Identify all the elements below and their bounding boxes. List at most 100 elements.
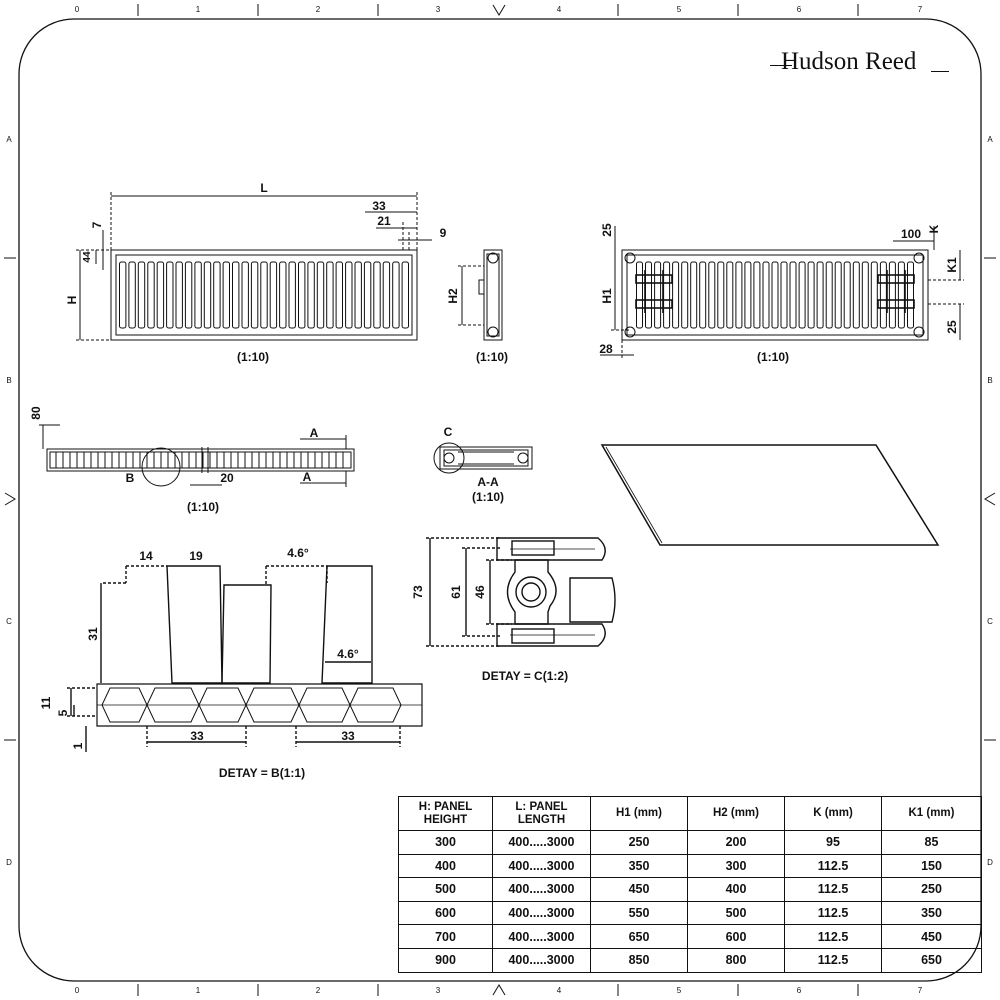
table-cell: 400: [398, 853, 493, 879]
convector-fin: [250, 261, 259, 329]
convector-fin: [753, 261, 761, 329]
front-view-labels: L 33 21 9 H 7 44 (1:10): [65, 181, 447, 364]
table-cell: 450: [590, 877, 688, 902]
convector-fin: [888, 261, 896, 329]
table-cell: 112.5: [784, 900, 882, 926]
frame-row-label: A: [987, 135, 993, 144]
detail-c-view: [426, 537, 616, 647]
table-cell: 400.....3000: [492, 900, 591, 926]
convector-fin: [194, 261, 202, 329]
top-view-scale: (1:10): [187, 500, 219, 514]
convector-fin: [843, 261, 851, 329]
side-view-scale: (1:10): [476, 350, 508, 364]
table-cell: 800: [687, 947, 785, 973]
frame-column-label: 6: [797, 986, 802, 995]
table-cell: 150: [881, 853, 982, 879]
center-arrow-icon: [492, 4, 506, 16]
dim-73: 73: [411, 585, 425, 599]
convector-fin: [798, 261, 806, 329]
rear-view-scale: (1:10): [757, 350, 789, 364]
table-cell: 400: [687, 877, 785, 902]
convector-fin: [326, 261, 334, 329]
detail-c-labels: 73 61 46 DETAY = C(1:2): [411, 585, 568, 683]
dim-K1: K1: [945, 257, 959, 273]
dim-9: 9: [440, 226, 447, 240]
convector-fin: [279, 261, 287, 329]
hex-channel: [101, 687, 148, 723]
table-cell: 112.5: [784, 947, 882, 973]
frame-column-label: 5: [677, 5, 682, 14]
brand-underline-left: [770, 65, 792, 66]
dim-20: 20: [220, 471, 234, 485]
frame-column-label: 3: [436, 5, 441, 14]
table-cell: 850: [590, 947, 688, 973]
convector-fin: [897, 261, 905, 329]
convector-fin: [222, 261, 231, 329]
frame-column-label: 0: [75, 986, 80, 995]
section-view-labels: C A-A (1:10): [444, 425, 504, 504]
table-cell: 200: [687, 830, 785, 855]
dim-H2: H2: [446, 288, 460, 304]
convector-fin: [260, 261, 268, 329]
convector-fin: [307, 261, 315, 329]
frame-column-label: 1: [196, 986, 201, 995]
convector-fin: [298, 261, 306, 329]
table-cell: 112.5: [784, 877, 882, 902]
convector-fin: [690, 261, 698, 329]
convector-fin: [762, 261, 770, 329]
convector-fin: [241, 261, 249, 329]
table-cell: 500: [687, 900, 785, 926]
isometric-panel: [600, 444, 940, 546]
angle-mid: 4.6°: [337, 647, 359, 661]
convector-fin: [184, 261, 193, 329]
dim-25-bottom: 25: [945, 320, 959, 334]
table-cell: 450: [881, 924, 982, 949]
dim-5: 5: [56, 709, 70, 716]
section-label-A-upper: A: [310, 426, 319, 440]
convector-fin: [232, 261, 240, 329]
convector-fin: [681, 261, 689, 329]
convector-fin: [861, 261, 869, 329]
dim-H: H: [65, 296, 79, 305]
frame-column-label: 7: [918, 986, 923, 995]
frame-row-label: D: [987, 858, 993, 867]
frame-column-label: 5: [677, 986, 682, 995]
frame-column-label: 1: [196, 5, 201, 14]
angle-top: 4.6°: [287, 546, 309, 560]
top-view: [39, 424, 355, 487]
hex-channel: [146, 687, 200, 723]
convector-fin: [726, 261, 734, 329]
convector-fin: [645, 261, 652, 329]
table-cell: 300: [398, 830, 493, 855]
center-arrow-icon: [4, 492, 16, 506]
detail-c-caption: DETAY = C(1:2): [482, 669, 568, 683]
convector-fin: [708, 261, 716, 329]
convector-fin: [663, 261, 671, 329]
dim-K: K: [927, 224, 941, 233]
table-cell: 250: [590, 830, 688, 855]
convector-fin: [166, 261, 174, 329]
section-view: [433, 442, 533, 474]
convector-fin: [373, 261, 381, 329]
front-view-scale: (1:10): [237, 350, 269, 364]
convector-fin: [879, 261, 887, 329]
convector-fin: [771, 261, 779, 329]
rear-view: [600, 226, 964, 360]
section-scale: (1:10): [472, 490, 504, 504]
front-view: [76, 192, 432, 341]
convector-fin: [316, 261, 325, 329]
table-cell: 400.....3000: [492, 947, 591, 973]
rear-bracket-right: [877, 270, 915, 313]
table-cell: 650: [881, 947, 982, 973]
frame-row-label: A: [6, 135, 12, 144]
frame-column-label: 2: [316, 986, 321, 995]
dim-33-left: 33: [190, 729, 204, 743]
convector-fin: [744, 261, 752, 329]
section-label-A-lower: A: [303, 470, 312, 484]
table-cell: 400.....3000: [492, 924, 591, 949]
convector-fin: [288, 261, 296, 329]
